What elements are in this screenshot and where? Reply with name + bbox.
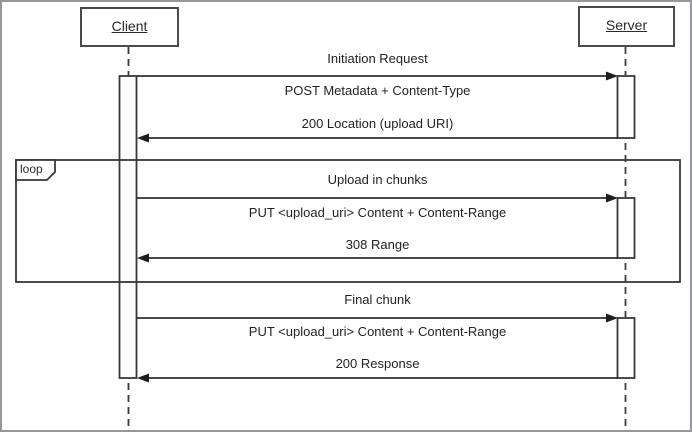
message-label-put-final: PUT <upload_uri> Content + Content-Range bbox=[248, 324, 507, 339]
client-activation-bar bbox=[118, 75, 138, 379]
request-arrow-2 bbox=[137, 193, 618, 203]
loop-operator-label: loop bbox=[20, 162, 43, 176]
response-arrow-1 bbox=[137, 133, 618, 143]
message-label-put-chunk: PUT <upload_uri> Content + Content-Range bbox=[248, 205, 507, 220]
actor-label-client: Client bbox=[111, 18, 148, 34]
server-activation-bar-1 bbox=[616, 75, 636, 139]
message-label-200-response: 200 Response bbox=[335, 356, 420, 371]
server-actor-box bbox=[578, 6, 675, 47]
message-label-308-range: 308 Range bbox=[345, 237, 410, 252]
request-arrow-1 bbox=[137, 71, 618, 81]
response-arrow-2 bbox=[137, 253, 618, 263]
section-title-final-chunk: Final chunk bbox=[344, 292, 411, 307]
server-activation-bar-2 bbox=[616, 197, 636, 259]
section-title-upload-in-chunks: Upload in chunks bbox=[327, 172, 428, 187]
message-label-post-metadata: POST Metadata + Content-Type bbox=[284, 83, 471, 98]
message-label-200-location: 200 Location (upload URI) bbox=[301, 116, 454, 131]
section-title-initiation: Initiation Request bbox=[327, 51, 428, 66]
server-activation-bar-3 bbox=[616, 317, 636, 379]
request-arrow-3 bbox=[137, 313, 618, 323]
response-arrow-3 bbox=[137, 373, 618, 383]
actor-label-server: Server bbox=[605, 17, 648, 33]
loop-fragment-frame bbox=[15, 159, 681, 283]
client-actor-box bbox=[80, 7, 179, 47]
